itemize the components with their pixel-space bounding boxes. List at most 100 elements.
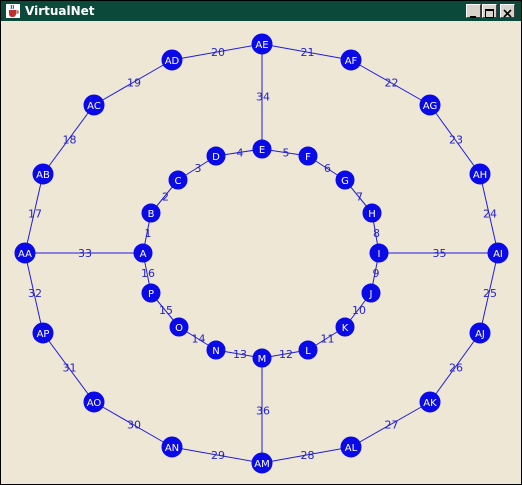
node-layer: ABCDEFGHIJKLMNOPAAABACADAEAFAGAHAIAJAKAL… — [14, 33, 509, 474]
node-circle — [252, 139, 272, 159]
node-f[interactable]: F — [298, 146, 318, 166]
edge-label: 26 — [449, 362, 463, 375]
edge-label: 8 — [373, 227, 380, 240]
node-d[interactable]: D — [206, 146, 226, 166]
edge-label: 14 — [192, 333, 206, 346]
node-label: AO — [87, 398, 102, 409]
node-circle — [32, 322, 54, 344]
node-label: G — [341, 176, 349, 187]
node-circle — [83, 391, 105, 413]
node-ab[interactable]: AB — [32, 163, 54, 185]
node-ak[interactable]: AK — [419, 391, 441, 413]
edge-label: 7 — [356, 191, 363, 204]
edge-label: 21 — [301, 46, 315, 59]
node-circle — [298, 146, 318, 166]
window-title: VirtualNet — [25, 4, 95, 18]
node-label: AL — [345, 443, 358, 454]
node-label: H — [368, 209, 376, 220]
node-ai[interactable]: AI — [487, 242, 509, 264]
edge-label: 1 — [145, 227, 152, 240]
edge-label: 23 — [449, 134, 463, 147]
node-p[interactable]: P — [141, 283, 161, 303]
edge-label: 32 — [28, 287, 42, 300]
node-l[interactable]: L — [298, 340, 318, 360]
edge-label: 4 — [237, 147, 244, 160]
edge-label: 9 — [373, 267, 380, 280]
node-circle — [335, 170, 355, 190]
maximize-button[interactable] — [482, 4, 497, 18]
node-circle — [169, 317, 189, 337]
node-c[interactable]: C — [168, 170, 188, 190]
node-label: E — [259, 145, 265, 156]
node-ao[interactable]: AO — [83, 391, 105, 413]
node-aj[interactable]: AJ — [469, 322, 491, 344]
node-circle — [469, 163, 491, 185]
node-label: AC — [87, 101, 101, 112]
node-label: K — [342, 323, 349, 334]
node-label: N — [212, 346, 219, 357]
node-circle — [161, 49, 183, 71]
node-ah[interactable]: AH — [469, 163, 491, 185]
edge-AM-AN — [171, 446, 263, 464]
node-aa[interactable]: AA — [14, 242, 36, 264]
node-circle — [206, 340, 226, 360]
edge-AE-AF — [261, 43, 352, 61]
node-ad[interactable]: AD — [161, 49, 183, 71]
node-circle — [369, 243, 389, 263]
edge-AD-AE — [171, 43, 263, 61]
node-ae[interactable]: AE — [251, 33, 273, 55]
edge-label: 31 — [63, 362, 77, 375]
node-label: J — [369, 289, 373, 300]
close-button[interactable] — [500, 4, 515, 18]
node-circle — [419, 94, 441, 116]
node-circle — [469, 322, 491, 344]
node-a[interactable]: A — [133, 243, 153, 263]
node-label: AH — [473, 170, 487, 181]
node-am[interactable]: AM — [251, 452, 273, 474]
edge-label: 24 — [483, 208, 497, 221]
node-b[interactable]: B — [141, 203, 161, 223]
edge-label: 17 — [28, 208, 42, 221]
title-bar[interactable]: VirtualNet — [1, 1, 521, 21]
node-label: B — [148, 209, 155, 220]
node-label: M — [258, 354, 267, 365]
node-label: AF — [345, 56, 358, 67]
edge-AP-AA — [24, 252, 44, 334]
node-label: F — [305, 152, 311, 163]
node-label: AG — [423, 101, 437, 112]
node-circle — [133, 243, 153, 263]
node-al[interactable]: AL — [340, 436, 362, 458]
node-e[interactable]: E — [252, 139, 272, 159]
edge-AN-AO — [93, 401, 173, 448]
node-o[interactable]: O — [169, 317, 189, 337]
node-n[interactable]: N — [206, 340, 226, 360]
node-circle — [487, 242, 509, 264]
node-label: AP — [37, 329, 50, 340]
node-k[interactable]: K — [335, 317, 355, 337]
edge-AA-AB — [24, 173, 44, 254]
edge-AC-AD — [93, 59, 173, 106]
node-circle — [141, 283, 161, 303]
edge-label: 6 — [324, 162, 331, 175]
node-m[interactable]: M — [252, 348, 272, 368]
node-an[interactable]: AN — [161, 436, 183, 458]
node-circle — [32, 163, 54, 185]
node-ac[interactable]: AC — [83, 94, 105, 116]
edge-label: 25 — [483, 287, 497, 300]
minimize-button[interactable] — [466, 4, 481, 18]
maximize-icon — [485, 9, 494, 18]
node-ap[interactable]: AP — [32, 322, 54, 344]
node-g[interactable]: G — [335, 170, 355, 190]
edge-label: 34 — [256, 91, 270, 104]
node-af[interactable]: AF — [340, 49, 362, 71]
node-j[interactable]: J — [361, 283, 381, 303]
node-label: AK — [423, 398, 437, 409]
node-circle — [14, 242, 36, 264]
node-ag[interactable]: AG — [419, 94, 441, 116]
node-h[interactable]: H — [362, 203, 382, 223]
node-label: I — [378, 249, 381, 260]
node-i[interactable]: I — [369, 243, 389, 263]
